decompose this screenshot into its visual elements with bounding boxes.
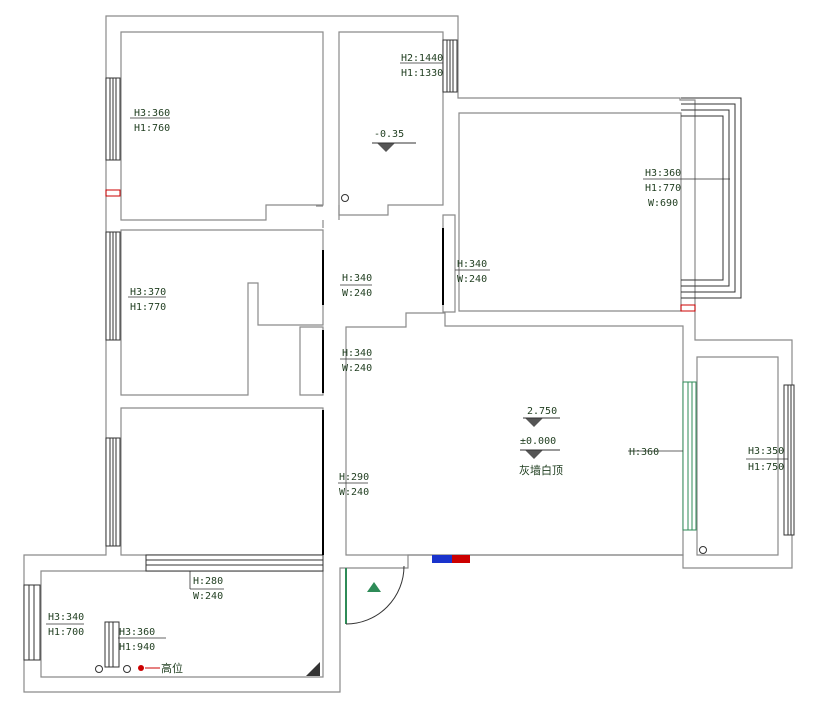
bedroom2-window-h1: H1:770 xyxy=(130,302,166,313)
living-floor-level: ±0.000 xyxy=(520,436,556,447)
master-window-h1: H1:770 xyxy=(645,183,681,194)
bedroom3-door-h: H:290 xyxy=(339,472,369,483)
door2-w: W:240 xyxy=(342,363,372,374)
balcony-window-h1: H1:750 xyxy=(748,462,784,473)
bath-window1-h3: H3:340 xyxy=(48,612,84,623)
bath-window2-h3: H3:360 xyxy=(119,627,155,638)
bath-window1-h1: H1:700 xyxy=(48,627,84,638)
kitchen-level: -0.35 xyxy=(374,129,404,140)
bedroom1-window-h1: H1:760 xyxy=(134,123,170,134)
kitchen-window-h2: H2:1440 xyxy=(401,53,443,64)
master-window-h3: H3:360 xyxy=(645,168,681,179)
master-door-w: W:240 xyxy=(457,274,487,285)
markers xyxy=(95,189,707,676)
balcony-door-h: H:360 xyxy=(629,447,659,458)
master-window-w: W:690 xyxy=(648,198,678,209)
windows xyxy=(23,39,795,668)
bath-door-w: W:240 xyxy=(193,591,223,602)
bath-window2-h1: H1:940 xyxy=(119,642,155,653)
annotations: H2:1440 H1:1330 -0.35 H3:360 H1:760 H3:3… xyxy=(48,53,784,675)
door1-w: W:240 xyxy=(342,288,372,299)
bedroom2-window-h3: H3:370 xyxy=(130,287,166,298)
leader-lines xyxy=(46,62,788,639)
doors xyxy=(322,228,444,625)
living-finish-note: 灰墙白顶 xyxy=(519,463,563,477)
balcony-window-h3: H3:350 xyxy=(748,446,784,457)
bedroom3-door-w: W:240 xyxy=(339,487,369,498)
fixture-label: 高位 xyxy=(161,661,183,675)
door2-h: H:340 xyxy=(342,348,372,359)
bath-door-h: H:280 xyxy=(193,576,223,587)
master-door-h: H:340 xyxy=(457,259,487,270)
kitchen-window-h1: H1:1330 xyxy=(401,68,443,79)
living-ceiling-level: 2.750 xyxy=(527,406,557,417)
bedroom1-window-h3: H3:360 xyxy=(134,108,170,119)
level-markers xyxy=(372,142,560,459)
door1-h: H:340 xyxy=(342,273,372,284)
